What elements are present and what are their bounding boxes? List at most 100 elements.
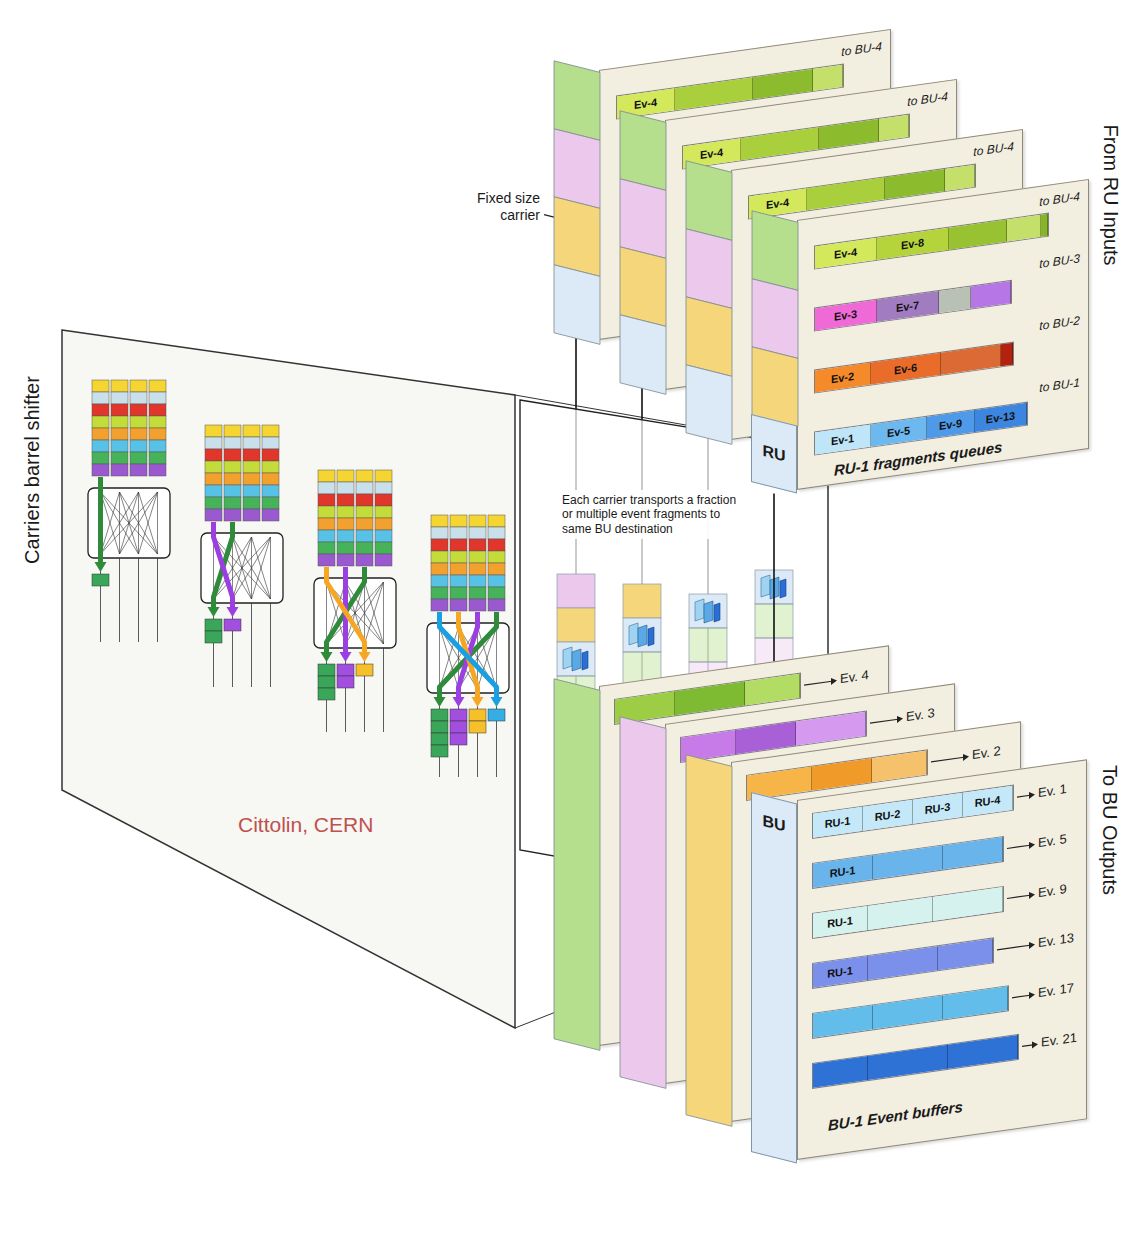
output-carrier <box>450 721 467 733</box>
carrier-cell <box>205 437 222 449</box>
callout-label: Fixed size carrier <box>440 190 540 224</box>
route-head <box>472 697 484 707</box>
event-fragment <box>704 601 713 623</box>
crossbar-wire <box>252 537 271 599</box>
carrier-cell <box>205 425 222 437</box>
fixed-size-carrier <box>554 672 600 1056</box>
output-arrow-head <box>1029 941 1035 949</box>
carrier-cell <box>92 452 109 464</box>
fragment-id: Ev-4 <box>634 96 657 111</box>
fragment-queue: Ev-3 Ev-7 <box>814 280 1012 332</box>
carrier-cell <box>262 449 279 461</box>
event-fragment <box>714 603 720 622</box>
output-arrow <box>1012 995 1030 998</box>
output-carrier <box>318 688 335 700</box>
fragment-id: RU-3 <box>925 800 951 816</box>
carrier-cell <box>318 530 335 542</box>
shifter-zoom-panel <box>62 330 515 1028</box>
event-fragment: RU-4 <box>963 786 1013 817</box>
fragment-id: Ev-3 <box>834 308 857 323</box>
carrier-cell <box>243 497 260 509</box>
carrier-cell <box>431 575 448 587</box>
output-carrier <box>318 676 335 688</box>
fragment-id: Ev-7 <box>896 299 919 314</box>
output-carrier <box>450 733 467 745</box>
carrier-cell <box>356 482 373 494</box>
carrier-cell <box>450 551 467 563</box>
carrier-cell <box>149 404 166 416</box>
output-arrow-head <box>963 753 969 761</box>
fragment-queue: RU-1 <box>812 886 1004 939</box>
carrier-cell <box>488 551 505 563</box>
output-wire <box>119 558 120 642</box>
magnified-carrier <box>557 574 595 608</box>
carrier-cell <box>469 575 486 587</box>
carrier-cell <box>356 530 373 542</box>
event-fragment: Ev-5 <box>871 417 927 447</box>
route-head <box>434 697 446 707</box>
carrier-cell <box>431 599 448 611</box>
carrier-cell <box>450 575 467 587</box>
event-label: Ev. 21 <box>1041 1030 1077 1050</box>
fragment-queue: RU-1RU-2RU-3RU-4 <box>812 785 1014 839</box>
carrier-cell <box>337 506 354 518</box>
carrier-cell <box>224 497 241 509</box>
fragment-piece <box>945 165 975 191</box>
output-carrier <box>224 619 241 631</box>
carrier-cell <box>337 554 354 566</box>
carrier-cell <box>149 440 166 452</box>
carrier-cell <box>92 404 109 416</box>
fragment-piece <box>868 946 938 980</box>
crossbar-wire <box>365 582 384 644</box>
unit-name: BU <box>762 812 785 836</box>
event-fragment: Ev-9 <box>927 410 975 439</box>
fragment-piece <box>807 177 885 210</box>
carrier-cell <box>375 554 392 566</box>
carrier-cell <box>488 539 505 551</box>
fixed-size-carrier <box>686 358 732 450</box>
carrier-cell <box>375 506 392 518</box>
carrier-cell <box>262 497 279 509</box>
output-arrow <box>1007 845 1030 848</box>
carrier-cell <box>130 380 147 392</box>
carrier-cell <box>450 539 467 551</box>
fragment-id: Ev-1 <box>831 432 854 447</box>
carrier-cell <box>149 452 166 464</box>
fragment-piece <box>813 1005 873 1037</box>
carrier-cell <box>337 530 354 542</box>
output-carrier <box>488 709 505 721</box>
fragment-id: RU-1 <box>830 864 856 880</box>
fragment-queue <box>812 985 1009 1039</box>
carrier-cell <box>450 527 467 539</box>
shifter-stage <box>88 380 170 642</box>
carrier-cell <box>488 575 505 587</box>
carrier-cell <box>111 452 128 464</box>
carrier-cell <box>318 518 335 530</box>
crossbar-wire <box>346 582 384 644</box>
carrier-cell <box>92 416 109 428</box>
output-arrow-head <box>1029 841 1035 849</box>
event-label: Ev. 1 <box>1038 781 1067 800</box>
output-wire <box>157 558 158 642</box>
carrier-cell <box>337 482 354 494</box>
carrier-cell <box>318 506 335 518</box>
output-carrier <box>431 733 448 745</box>
carrier-cell <box>375 482 392 494</box>
carrier-cell <box>205 449 222 461</box>
carrier-cell <box>224 509 241 521</box>
carrier-cell <box>431 515 448 527</box>
switch-route <box>440 612 497 698</box>
carrier-cell <box>262 425 279 437</box>
crossbar-wire <box>101 492 139 554</box>
route-head <box>95 562 107 572</box>
fragment-piece <box>971 281 1011 309</box>
carrier-cell <box>469 587 486 599</box>
carrier-cell <box>111 464 128 476</box>
switch-route <box>327 567 365 653</box>
carrier-cell <box>431 587 448 599</box>
carrier-cell <box>469 539 486 551</box>
carrier-cell <box>450 599 467 611</box>
carrier-cell <box>243 509 260 521</box>
fixed-size-carrier <box>554 258 600 350</box>
output-arrow <box>997 945 1030 950</box>
